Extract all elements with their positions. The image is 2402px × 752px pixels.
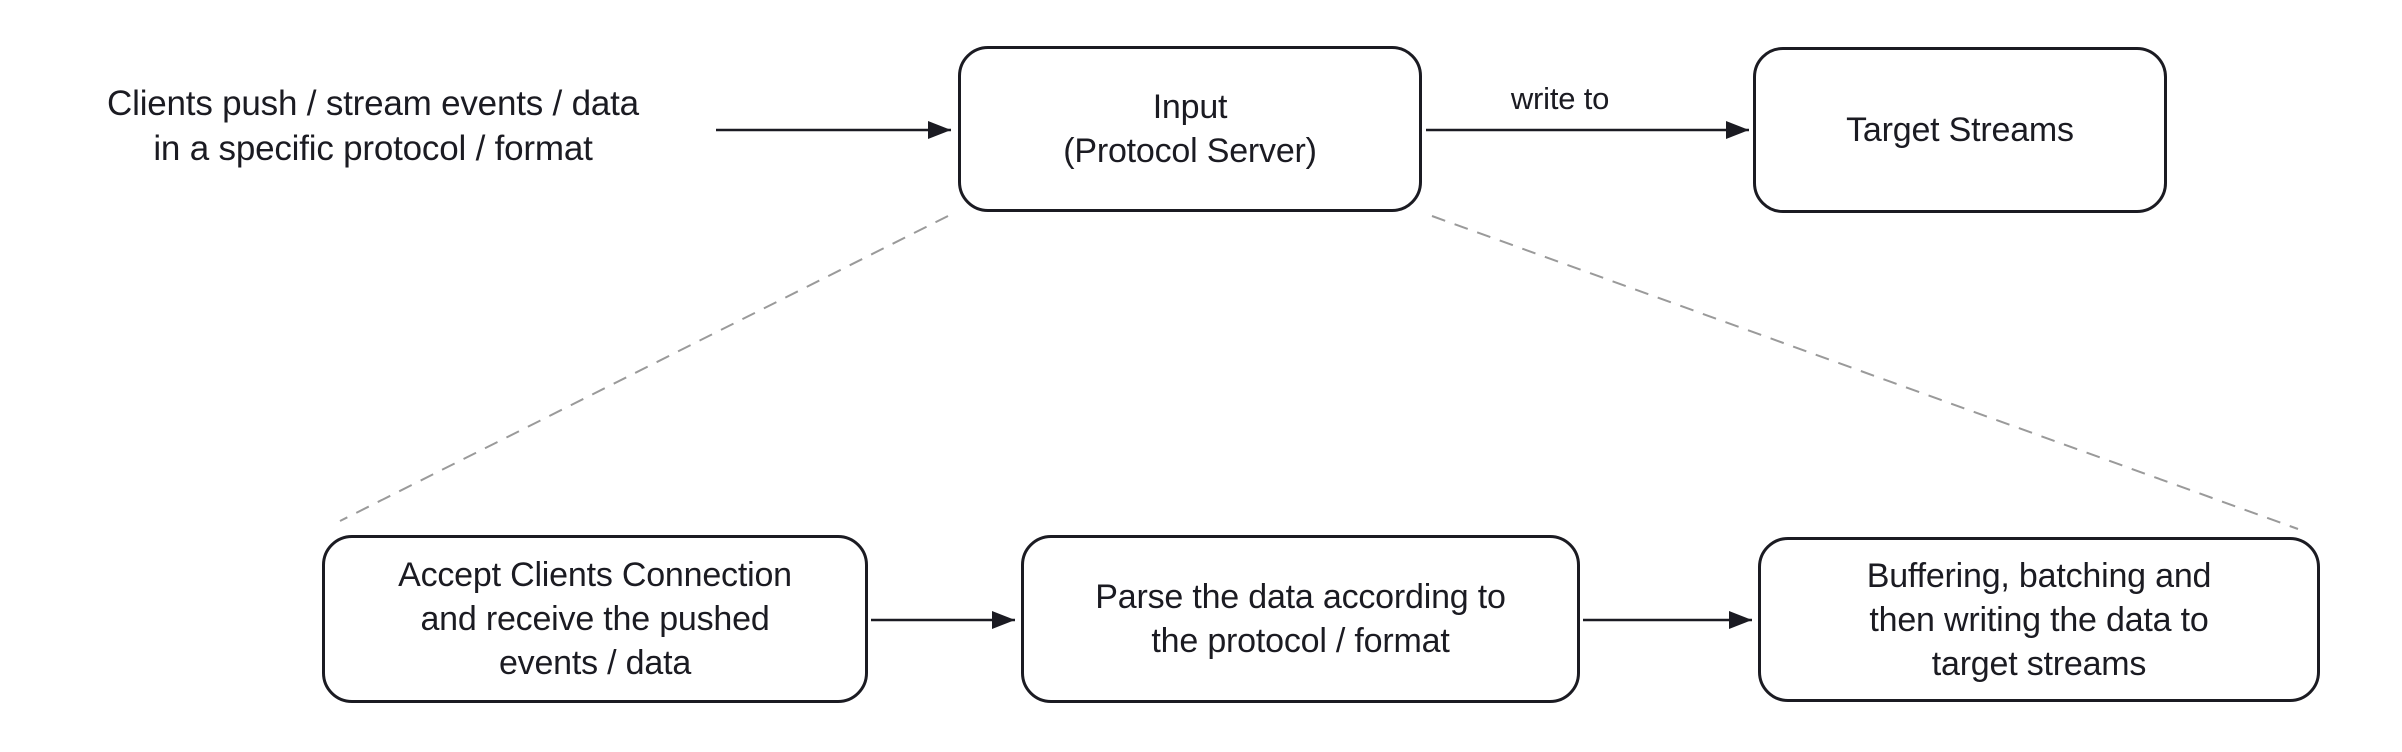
node-parse-data: Parse the data according to the protocol… xyxy=(1021,535,1580,703)
node-accept-clients-connection: Accept Clients Connection and receive th… xyxy=(322,535,868,703)
node-buffering-batching-writing: Buffering, batching and then writing the… xyxy=(1758,537,2320,702)
annotation-clients-push: Clients push / stream events / data in a… xyxy=(107,84,639,168)
node-input-protocol-server: Input (Protocol Server) xyxy=(958,46,1422,212)
edge-label-write-to: write to xyxy=(1510,81,1610,116)
node-target-streams: Target Streams xyxy=(1753,47,2167,213)
dashed-link-input-to-buffer xyxy=(1431,215,2299,530)
dashed-link-input-to-accept xyxy=(339,215,949,522)
